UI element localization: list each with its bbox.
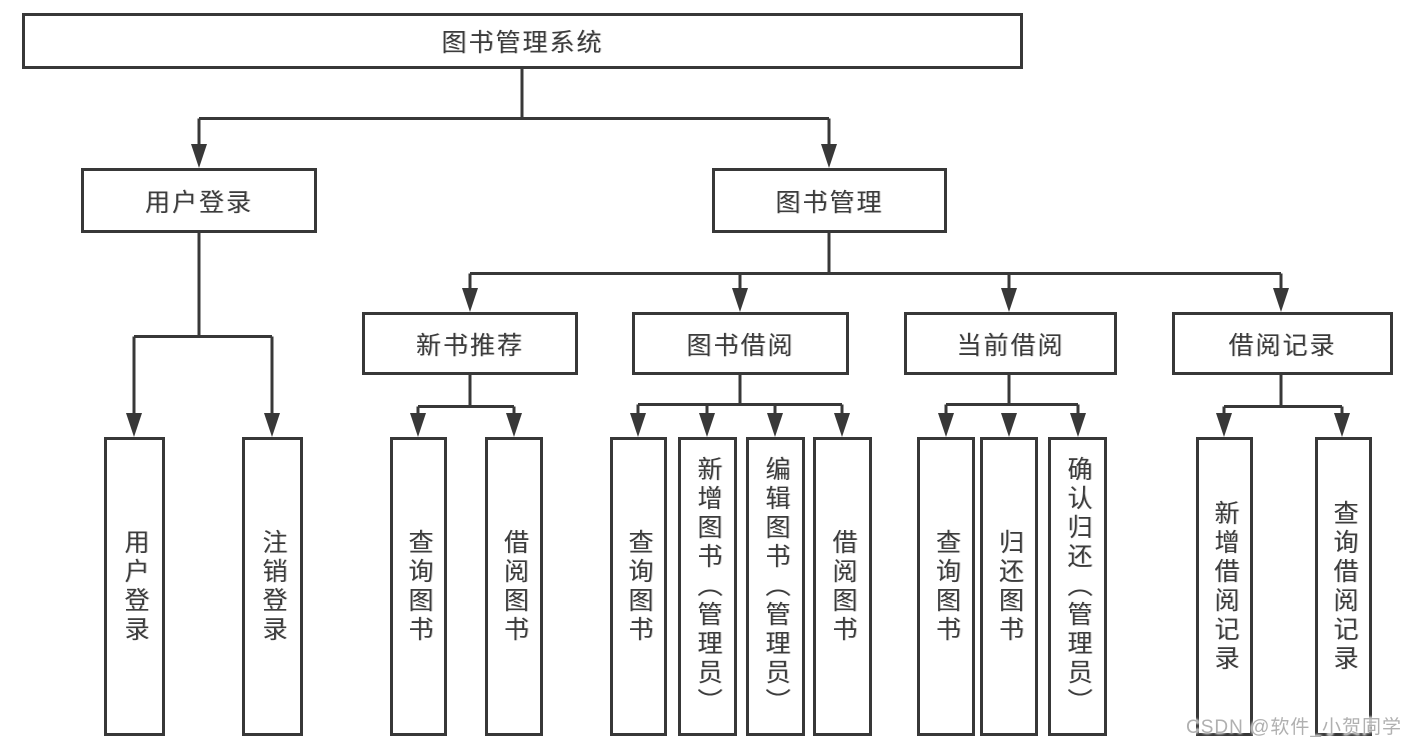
leaf-current-confirm: 确认归还（管理员） [1048,437,1107,736]
leaf-borrow-edit-label: 编辑图书（管理员） [762,456,790,717]
node-new-book-rec: 新书推荐 [362,312,578,375]
leaf-borrow-borrow: 借阅图书 [813,437,872,736]
leaf-logout: 注销登录 [242,437,303,736]
leaf-borrow-query-label: 查询图书 [625,528,653,645]
edge-root-to-level2 [197,69,831,146]
leaf-current-confirm-label: 确认归还（管理员） [1064,456,1092,717]
arrowhead [1273,288,1289,312]
csdn-watermark: CSDN @软件_小贺同学 [1186,717,1402,738]
edge-bookborrow-to-leaves [636,375,844,415]
edge-borrowrecords-to-leaves [1222,375,1344,415]
arrowhead [1070,413,1086,437]
leaf-borrow-add: 新增图书（管理员） [678,437,737,736]
leaf-newbook-query: 查询图书 [390,437,447,736]
node-user-login-label: 用户登录 [144,188,253,217]
node-current-borrow: 当前借阅 [904,312,1117,375]
leaf-borrow-borrow-label: 借阅图书 [829,528,857,645]
arrowhead [1001,288,1017,312]
leaf-user-login-label: 用户登录 [121,528,149,645]
arrowhead [1216,413,1232,437]
leaf-current-query-label: 查询图书 [932,528,961,645]
leaf-borrow-edit: 编辑图书（管理员） [746,437,805,736]
arrowhead [506,413,522,437]
arrowhead [699,413,715,437]
node-user-login: 用户登录 [81,168,317,233]
leaf-record-query: 查询借阅记录 [1315,437,1372,736]
arrowhead [264,413,280,437]
node-book-borrow-label: 图书借阅 [686,331,795,360]
node-root-label: 图书管理系统 [441,29,604,57]
node-borrow-records: 借阅记录 [1172,312,1393,375]
arrowhead [732,288,748,312]
edge-currentborrow-to-leaves [944,375,1080,415]
edge-userlogin-to-leaves [132,233,274,415]
node-new-book-rec-label: 新书推荐 [415,331,524,360]
node-book-mgmt-label: 图书管理 [775,188,884,217]
leaf-current-return: 归还图书 [980,437,1038,736]
leaf-newbook-query-label: 查询图书 [405,528,433,645]
leaf-record-add: 新增借阅记录 [1196,437,1253,736]
node-book-mgmt: 图书管理 [712,168,947,233]
arrowhead [630,413,646,437]
leaf-user-login: 用户登录 [104,437,165,736]
leaf-current-return-label: 归还图书 [995,528,1024,645]
node-root: 图书管理系统 [22,13,1023,69]
leaf-logout-label: 注销登录 [259,528,287,645]
leaf-newbook-borrow: 借阅图书 [485,437,543,736]
arrowhead [462,288,478,312]
leaf-borrow-query: 查询图书 [610,437,667,736]
leaf-record-add-label: 新增借阅记录 [1211,499,1239,674]
edge-newbookrec-to-leaves [416,375,516,415]
leaf-borrow-add-label: 新增图书（管理员） [694,456,722,717]
arrowhead [191,144,207,168]
edge-bookmgmt-to-level3 [468,233,1283,290]
arrowhead [1001,413,1017,437]
arrowhead [126,413,142,437]
leaf-record-query-label: 查询借阅记录 [1330,499,1358,674]
arrowhead [410,413,426,437]
node-book-borrow: 图书借阅 [632,312,849,375]
leaf-current-query: 查询图书 [917,437,975,736]
arrowhead [1334,413,1350,437]
node-current-borrow-label: 当前借阅 [956,331,1065,360]
arrowhead [821,144,837,168]
arrowhead [938,413,954,437]
node-borrow-records-label: 借阅记录 [1228,331,1337,360]
arrowhead [767,413,783,437]
arrowhead [834,413,850,437]
leaf-newbook-borrow-label: 借阅图书 [500,528,529,645]
